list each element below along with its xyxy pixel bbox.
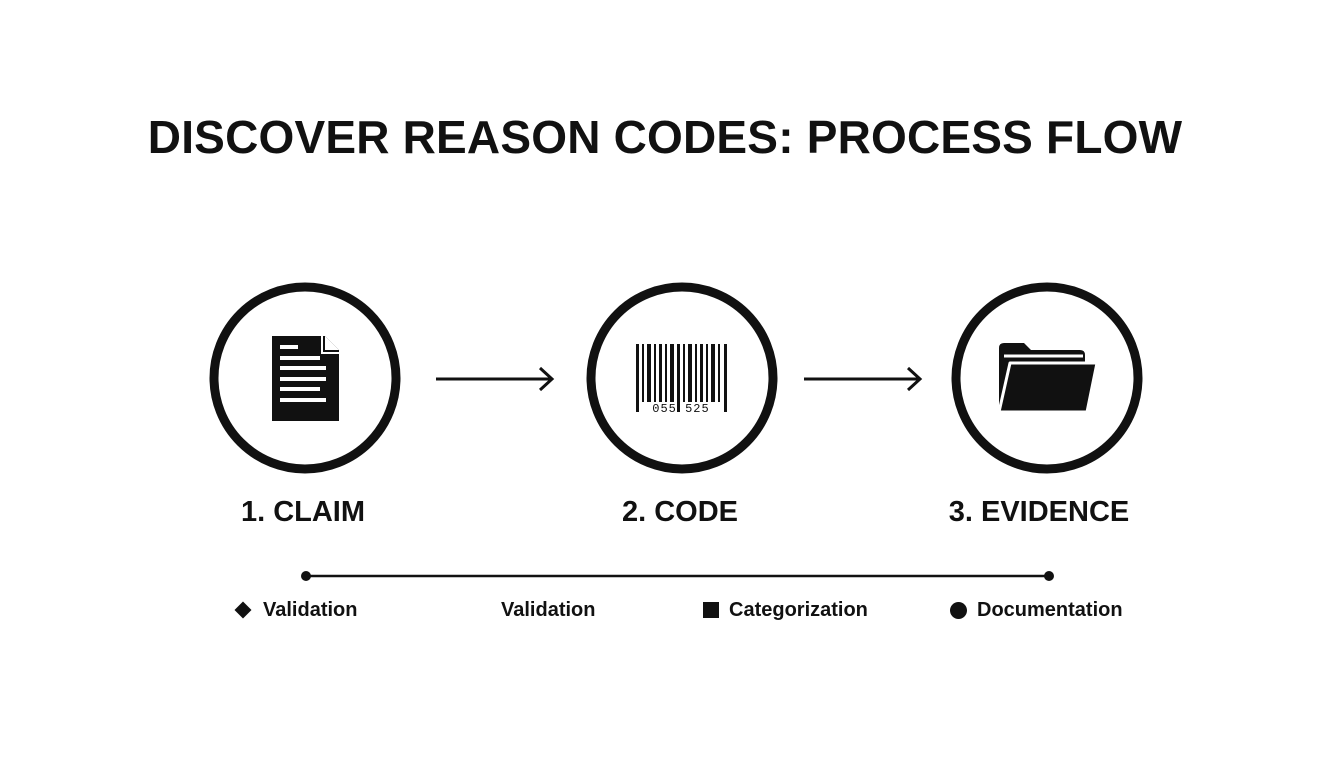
legend-item-validation-2: Validation [501, 597, 595, 623]
legend-label: Categorization [729, 598, 868, 621]
timeline [301, 571, 1054, 581]
step-evidence-node [951, 282, 1143, 474]
step-claim-node [209, 282, 401, 474]
legend-item-categorization: Categorization [703, 597, 868, 623]
document-icon [272, 333, 342, 421]
step-code-circle [586, 282, 778, 474]
timeline-end-dot [1044, 571, 1054, 581]
step-code-label: 2. CODE [621, 496, 739, 528]
legend-label: Documentation [977, 598, 1123, 621]
legend-label: Validation [263, 598, 358, 621]
folder-icon [997, 343, 1099, 414]
circle-icon [950, 601, 967, 619]
legend-item-documentation: Documentation [950, 597, 1123, 623]
square-icon [703, 602, 719, 618]
flow-arrow-2 [804, 366, 923, 392]
legend-label: Validation [501, 598, 596, 621]
page-title: DISCOVER REASON CODES: PROCESS FLOW [147, 111, 1183, 163]
barcode-icon: 055 525 [636, 344, 727, 416]
legend-item-validation: Validation [234, 597, 357, 623]
diamond-icon [234, 601, 252, 619]
step-code-node: 055 525 [586, 282, 778, 474]
step-claim-label: 1. CLAIM [240, 496, 366, 528]
barcode-number: 055 525 [652, 402, 709, 416]
flow-arrow-1 [436, 366, 555, 392]
timeline-start-dot [301, 571, 311, 581]
step-evidence-label: 3. EVIDENCE [948, 496, 1130, 528]
